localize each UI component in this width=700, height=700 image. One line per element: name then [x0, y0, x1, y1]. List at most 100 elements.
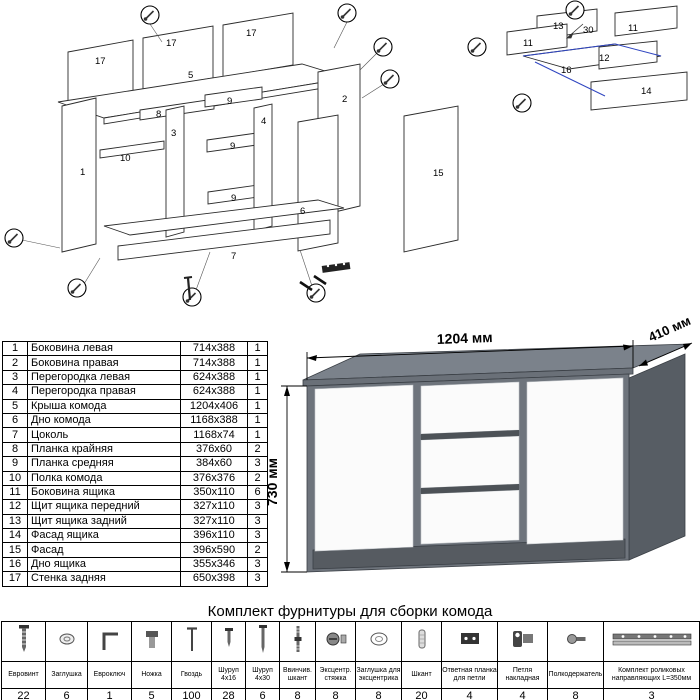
mid-rail-shape: [204, 86, 263, 108]
part-size: 650x398: [180, 571, 248, 587]
part-name: Дно комода: [27, 412, 181, 429]
dresser-render: 1204 мм 410 мм 730 мм: [264, 313, 693, 573]
dowel-icon: [418, 629, 425, 649]
part-qty: 1: [247, 427, 268, 443]
hardware-name: Комплект роликовых направляющих L=350мм: [603, 661, 700, 689]
hardware-name: Шуруп 4x30: [245, 661, 280, 689]
hardware-qty: 28: [211, 688, 246, 700]
part-number: 13: [2, 513, 28, 530]
part-name: Перегородка левая: [27, 369, 181, 386]
screw-callout-icon: [182, 287, 202, 307]
exploded-view-drawer: 13 11 11 12 16 14 30: [467, 0, 688, 113]
hardware-icon-cell: [355, 621, 402, 662]
screw-callout-icon: [373, 37, 393, 57]
hardware-icon-cell: [87, 621, 132, 662]
loose-fasteners: [183, 262, 351, 301]
hardware-icon-cell: [603, 621, 700, 662]
part-number: 7: [2, 427, 28, 443]
part-label: 13: [553, 21, 564, 32]
part-size: 1168x74: [180, 427, 248, 443]
hardware-icon-cell: [245, 621, 280, 662]
part-number: 11: [2, 484, 28, 501]
hardware-qty: 8: [547, 688, 604, 700]
hardware-icon-cell: [171, 621, 212, 662]
hardware-name: Евроключ: [87, 661, 132, 689]
screw-icon: [299, 280, 313, 292]
bracket-icon: [321, 262, 351, 273]
part-qty: 3: [247, 513, 268, 530]
part-name: Стенка задняя: [27, 571, 181, 587]
hardware-qty: 100: [171, 688, 212, 700]
part-number: 8: [2, 441, 28, 458]
screw-head-icon: [183, 276, 193, 279]
part-qty: 2: [247, 441, 268, 458]
part-size: 714x388: [180, 355, 248, 371]
screw-callout-icon: [4, 228, 24, 248]
shelf-support-icon: [566, 634, 585, 644]
part-name: Боковина левая: [27, 340, 181, 357]
part-label: 11: [628, 23, 638, 34]
part-number: 5: [2, 398, 28, 414]
part-size: 384x60: [180, 456, 248, 472]
roller-slides-icon: [612, 633, 691, 646]
partition-right-shape: [253, 103, 273, 232]
hex-key-icon: [102, 632, 118, 650]
drawer-side-shape: [506, 23, 568, 56]
part-name: Фасад: [27, 542, 181, 558]
drawer-labels: 13 11 11 12 16 14 30: [523, 21, 652, 97]
dresser-right-side: [628, 353, 686, 561]
part-size: 396x590: [180, 542, 248, 558]
part-qty: 1: [247, 384, 268, 400]
hardware-qty: 5: [131, 688, 172, 700]
hardware-icon-cell: [131, 621, 172, 662]
part-size: 396x110: [180, 528, 248, 544]
part-size: 376x60: [180, 441, 248, 458]
part-qty: 1: [247, 355, 268, 371]
hardware-name: Заглушка: [45, 661, 88, 689]
part-qty: 3: [247, 499, 268, 515]
leg-icon: [145, 631, 158, 648]
dresser-top-edge: [302, 367, 634, 387]
hardware-qty: 6: [45, 688, 88, 700]
part-size: 1204x406: [180, 398, 248, 414]
hardware-icon-cell: [45, 621, 88, 662]
part-name: Дно ящика: [27, 556, 181, 573]
part-number: 10: [2, 470, 28, 486]
hardware-name: Заглушка для эксцентрика: [355, 661, 402, 689]
part-label: 12: [599, 53, 610, 64]
part-name: Планка средняя: [27, 456, 181, 472]
right-door: [526, 377, 624, 545]
part-size: 355x346: [180, 556, 248, 573]
part-number: 12: [2, 499, 28, 515]
hardware-name: Гвоздь: [171, 661, 212, 689]
part-number: 2: [2, 355, 28, 371]
part-number: 16: [2, 556, 28, 573]
part-qty: 2: [247, 470, 268, 486]
part-number: 9: [2, 456, 28, 472]
part-qty: 2: [247, 542, 268, 558]
hardware-qty: 20: [401, 688, 442, 700]
hardware-kit-table: Евровинт Заглушка Евроключ Ножка Гвоздь …: [1, 621, 700, 700]
bottom-panel-shape: [103, 199, 345, 236]
part-label: 15: [433, 168, 444, 179]
shelf-shape: [99, 140, 165, 159]
part-name: Щит ящика задний: [27, 513, 181, 530]
hardware-kit-title: Комплект фурнитуры для сборки комода: [207, 603, 493, 620]
part-label: 5: [188, 70, 193, 81]
part-qty: 1: [247, 398, 268, 414]
part-label: 17: [166, 38, 177, 49]
drawer-front-2: [420, 435, 520, 489]
hardware-qty: 6: [245, 688, 280, 700]
drawer-front-1: [420, 381, 520, 435]
part-label: 6: [300, 206, 305, 217]
